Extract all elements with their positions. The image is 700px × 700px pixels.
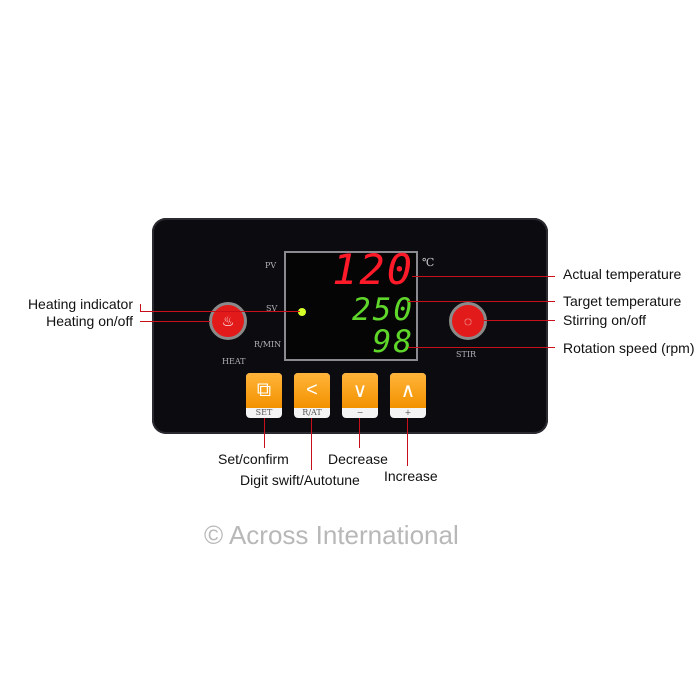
sv-label: SV xyxy=(266,304,278,313)
rotate-icon: ◌ xyxy=(463,313,473,329)
callout-target-temperature: Target temperature xyxy=(563,293,682,309)
leader-line-decrease xyxy=(359,418,360,448)
sv-readout: 250 xyxy=(352,292,414,328)
callout-set-confirm: Set/confirm xyxy=(218,451,289,467)
leader-line-set xyxy=(264,418,265,448)
stir-button[interactable]: ◌ xyxy=(449,302,487,340)
rmin-label: R/MIN xyxy=(254,340,282,349)
leader-line-actual xyxy=(412,276,555,277)
decrease-button[interactable]: ∨− xyxy=(342,373,378,418)
watermark: © Across International xyxy=(204,520,459,550)
callout-increase: Increase xyxy=(384,468,438,484)
leader-line-heating-indicator-jog xyxy=(140,304,141,312)
callout-decrease: Decrease xyxy=(328,451,388,467)
callout-heating-indicator: Heating indicator xyxy=(27,296,133,312)
leader-line-heating-onoff xyxy=(140,321,210,322)
heat-button[interactable]: ♨ xyxy=(209,302,247,340)
pv-readout: 120 xyxy=(332,245,414,294)
increase-button-label: + xyxy=(404,408,412,417)
pv-label: PV xyxy=(265,261,277,270)
leader-line-rotation xyxy=(408,347,555,348)
chevron-up-icon: ∧ xyxy=(390,373,426,408)
callout-digit-autotune: Digit swift/Autotune xyxy=(240,472,360,488)
heating-indicator-led xyxy=(298,308,306,316)
display-window xyxy=(284,251,418,361)
callout-stirring: Stirring on/off xyxy=(563,312,647,328)
decrease-button-label: − xyxy=(356,408,364,417)
rat-button-label: R/AT xyxy=(302,408,322,417)
set-button-label: SET xyxy=(255,408,273,417)
rpm-readout: 98 xyxy=(372,324,414,360)
shift-autotune-button[interactable]: <R/AT xyxy=(294,373,330,418)
callout-heating-onoff: Heating on/off xyxy=(46,313,133,329)
callout-rotation-speed: Rotation speed (rpm) xyxy=(563,340,695,356)
leader-line-digit xyxy=(311,418,312,470)
heat-wave-icon: ♨ xyxy=(221,312,235,329)
callout-actual-temperature: Actual temperature xyxy=(563,266,682,282)
stir-label: STIR xyxy=(456,350,476,359)
chevron-down-icon: ∨ xyxy=(342,373,378,408)
leader-line-heating-indicator xyxy=(140,311,300,312)
increase-button[interactable]: ∧+ xyxy=(390,373,426,418)
heat-label: HEAT xyxy=(222,357,246,366)
leader-line-target xyxy=(408,301,555,302)
celsius-unit: ℃ xyxy=(422,256,435,269)
set-icon: ⧉ xyxy=(246,373,282,408)
leader-line-increase xyxy=(407,418,408,466)
set-button[interactable]: ⧉SET xyxy=(246,373,282,418)
leader-line-stirring xyxy=(484,320,555,321)
chevron-left-icon: < xyxy=(294,373,330,408)
